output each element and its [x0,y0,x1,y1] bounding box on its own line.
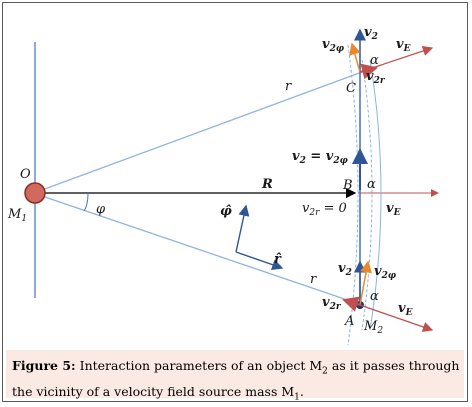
label-v2r-a: v2r [322,295,342,312]
label-alpha-b: α [367,177,376,192]
label-v2phi-c: v2φ [322,37,345,54]
v2r-c-arrow [359,63,378,80]
label-o: O [20,167,31,182]
caption-text2: as it passes through the vicinity of a v… [12,358,460,399]
label-v2-eq-b: v2 = v2φ [292,149,349,166]
label-ve-b: vE [386,201,401,218]
caption-sub1: 2 [322,366,328,377]
arc-dashed-outer [361,59,373,331]
label-v2phi-a: v2φ [374,264,397,281]
label-m1: M1 [7,207,27,224]
label-a: A [344,314,354,329]
mass-m1 [24,182,46,204]
label-phi-hat: φ̂ [220,204,232,219]
caption-text: Interaction parameters of an object M [79,358,323,373]
label-r-hat: r̂ [274,252,282,267]
label-r-bottom: r [310,272,317,287]
v2phi-c-arrow [349,42,361,73]
caption-end: . [299,383,304,399]
r-hat-arrow [235,251,284,271]
label-alpha-c: α [370,53,379,68]
label-v2-a: v2 [338,261,352,278]
caption-label: Figure 5: [12,358,76,373]
v2r-a-arrow [342,296,361,312]
label-ve-c: vE [396,37,411,54]
v2phi-a-arrow [359,260,372,306]
label-c: C [346,81,356,96]
figure-frame [2,2,468,402]
ray-to-a [41,195,363,306]
label-r-top: r [285,79,292,94]
ray-to-c [41,71,363,191]
phi-angle-arc [83,192,89,212]
label-ve-a: vE [398,301,413,318]
label-v2-c: v2 [364,25,378,42]
label-m2: M2 [363,319,383,336]
caption-band [6,350,464,398]
label-alpha-a: α [370,289,379,304]
figure-caption: Figure 5: Interaction parameters of an o… [12,356,462,407]
label-v2r-b: v2r = 0 [302,201,347,218]
arc-solid-right [369,59,382,331]
label-phi: φ [96,202,106,217]
phi-hat-arrow [235,204,250,253]
label-v2r-c: v2r [366,69,386,86]
label-b: B [342,178,353,193]
caption-sub2: 1 [294,392,300,402]
ve-a-arrow [359,304,434,332]
label-r-axis: R [261,177,273,192]
